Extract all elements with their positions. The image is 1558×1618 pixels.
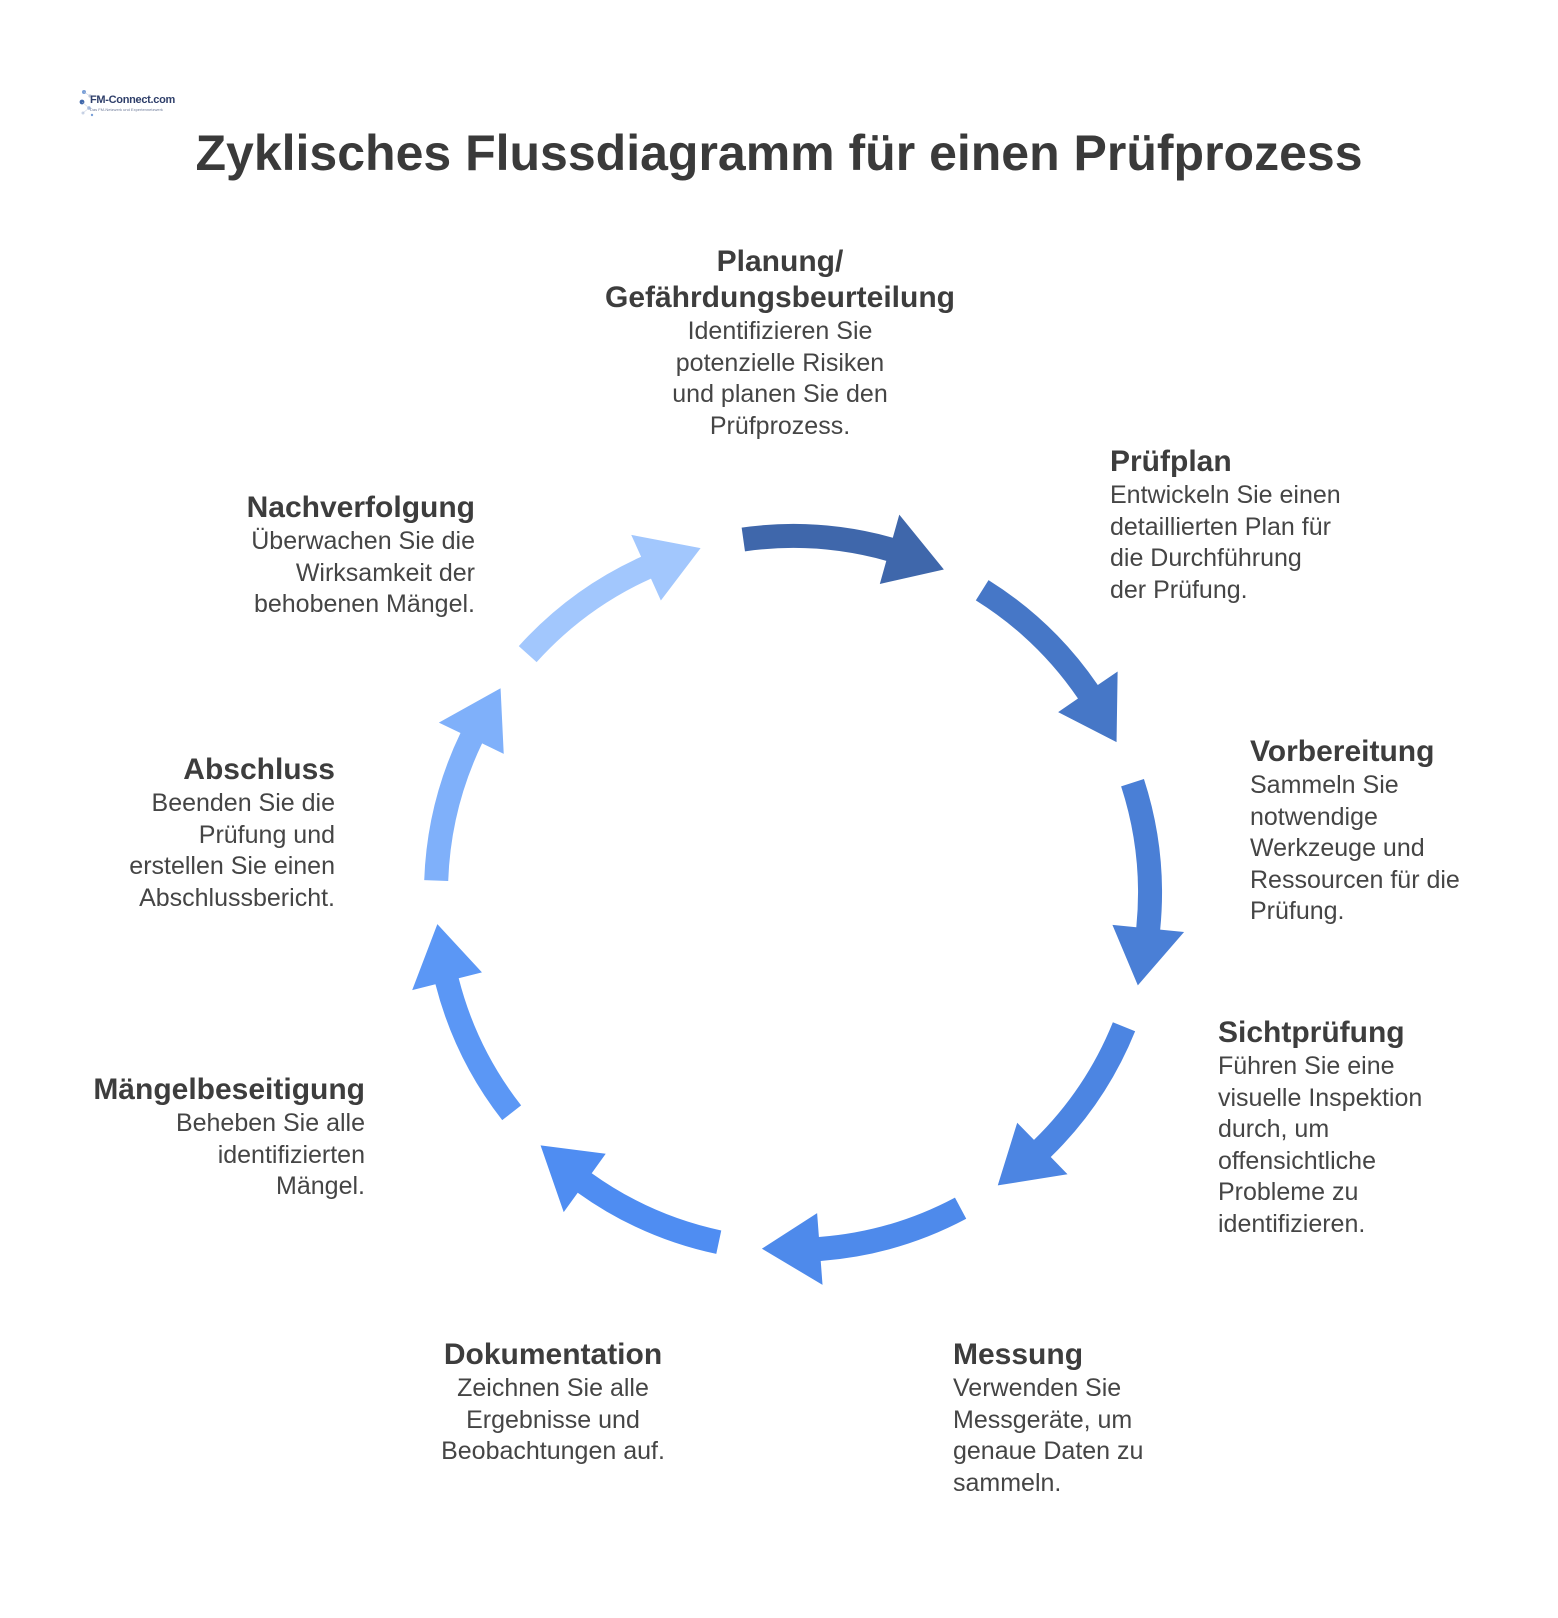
step-description-line: Prüfung und xyxy=(198,820,335,849)
step-description-line: die Durchführung xyxy=(1110,544,1302,572)
step-title: Dokumentation xyxy=(383,1337,723,1373)
step-description-line: Ergebnisse und xyxy=(466,1405,640,1434)
step-description-line: visuelle Inspektion xyxy=(1218,1083,1423,1112)
cycle-arrow-2 xyxy=(975,580,1118,743)
step-title: Mängelbeseitigung xyxy=(60,1072,365,1108)
logo-tagline: Das FM-Netzwerk und Expertennetzwerk xyxy=(90,107,163,112)
cycle-arrow-3 xyxy=(1112,778,1185,986)
step-description-line: Wirksamkeit der xyxy=(295,558,475,587)
step-description-line: Überwachen Sie die xyxy=(251,527,475,555)
logo-wordmark: FM-Connect.com xyxy=(90,94,176,106)
cycle-arrow-7 xyxy=(412,924,522,1121)
step-description: Entwickeln Sie einen detaillierten Plan f… xyxy=(1110,480,1410,606)
step-description-line: sammeln. xyxy=(953,1468,1062,1497)
step-description: Führen Sie eine visuelle Inspektion durch,… xyxy=(1218,1051,1518,1240)
step-description-line: behobenen Mängel. xyxy=(253,590,475,618)
step-description-line: erstellen Sie einen xyxy=(129,852,335,880)
step-title-line: Mängelbeseitigung xyxy=(93,1073,365,1106)
step-description-line: Zeichnen Sie alle xyxy=(457,1374,649,1402)
step-description: Identifizieren Sie potenzielle Risiken und… xyxy=(590,316,970,442)
step-title-line: Vorbereitung xyxy=(1250,735,1435,768)
fm-connect-logo: FM-Connect.com Das FM-Netzwerk und Exper… xyxy=(78,86,175,120)
step-title-line: Sichtprüfung xyxy=(1218,1016,1405,1049)
cycle-arrow-9 xyxy=(518,534,701,663)
step-description-line: und planen Sie den xyxy=(672,380,888,408)
logo-network-icon xyxy=(79,90,94,117)
step-description-line: Ressourcen für die xyxy=(1250,865,1460,894)
cycle-arrow-5 xyxy=(761,1197,967,1285)
step-description-line: potenzielle Risiken xyxy=(675,348,885,377)
step-description-line: Messgeräte, um xyxy=(953,1405,1133,1434)
step-description-line: genaue Daten zu xyxy=(953,1437,1144,1465)
step-title-line: Gefährdungsbeurteilung xyxy=(604,281,955,314)
step-description-line: durch, um xyxy=(1218,1115,1330,1143)
step-title-line: Dokumentation xyxy=(443,1338,663,1371)
step-description-line: identifizierten xyxy=(217,1140,365,1169)
step-title-line: Abschluss xyxy=(183,753,335,786)
diagram-title: Zyklisches Flussdiagramm für einen Prüfp… xyxy=(195,125,1363,181)
step-title: Sichtprüfung xyxy=(1218,1015,1518,1051)
step-description-line: detaillierten Plan für xyxy=(1110,512,1331,541)
step-description-line: Abschlussbericht. xyxy=(139,883,335,912)
step-title-line: Messung xyxy=(953,1338,1084,1371)
step-description-line: Verwenden Sie xyxy=(953,1374,1122,1402)
step-title-line: Planung/ xyxy=(716,245,844,278)
step-description-line: Prüfprozess. xyxy=(709,411,851,440)
step-title: Planung/Gefährdungsbeurteilung xyxy=(590,244,970,316)
step-description-line: Prüfung. xyxy=(1250,897,1345,925)
step-description-line: Mängel. xyxy=(276,1172,365,1200)
step-description-line: der Prüfung. xyxy=(1110,575,1248,604)
step-description-line: Probleme zu xyxy=(1218,1178,1359,1206)
step-title: Prüfplan xyxy=(1110,444,1410,480)
step-title: Nachverfolgung xyxy=(170,490,475,526)
step-description-line: Führen Sie eine xyxy=(1218,1052,1395,1080)
step-sichtpruefung: Sichtprüfung Führen Sie eine visuelle Ins… xyxy=(1218,1015,1518,1240)
step-description-line: Beenden Sie die xyxy=(151,789,335,817)
step-description-line: Identifizieren Sie xyxy=(687,317,873,345)
step-description-line: Beobachtungen auf. xyxy=(441,1437,665,1465)
step-maengelbeseitigung: Mängelbeseitigung Beheben Sie alle identi… xyxy=(60,1072,365,1203)
step-pruefplan: Prüfplan Entwickeln Sie einen detailliert… xyxy=(1110,444,1410,606)
cycle-arrow-4 xyxy=(997,1022,1136,1186)
step-description-line: Werkzeuge und xyxy=(1250,834,1425,862)
step-description-line: offensichtliche xyxy=(1218,1146,1376,1175)
step-description-line: notwendige xyxy=(1250,802,1378,831)
cycle-arrow-6 xyxy=(540,1145,722,1254)
step-title: Messung xyxy=(953,1337,1253,1373)
step-title: Abschluss xyxy=(60,752,335,788)
cycle-arrow-1 xyxy=(741,514,944,584)
step-title-line: Nachverfolgung xyxy=(246,491,475,524)
step-description-line: Sammeln Sie xyxy=(1250,771,1399,799)
cycle-arrow-8 xyxy=(424,688,504,881)
step-description-line: identifizieren. xyxy=(1218,1209,1366,1238)
step-planung: Planung/Gefährdungsbeurteilung Identifiz… xyxy=(590,244,970,442)
step-title: Vorbereitung xyxy=(1250,734,1540,770)
step-description-line: Beheben Sie alle xyxy=(175,1109,365,1137)
step-description-line: Entwickeln Sie einen xyxy=(1110,481,1341,509)
step-title-line: Prüfplan xyxy=(1110,445,1232,478)
